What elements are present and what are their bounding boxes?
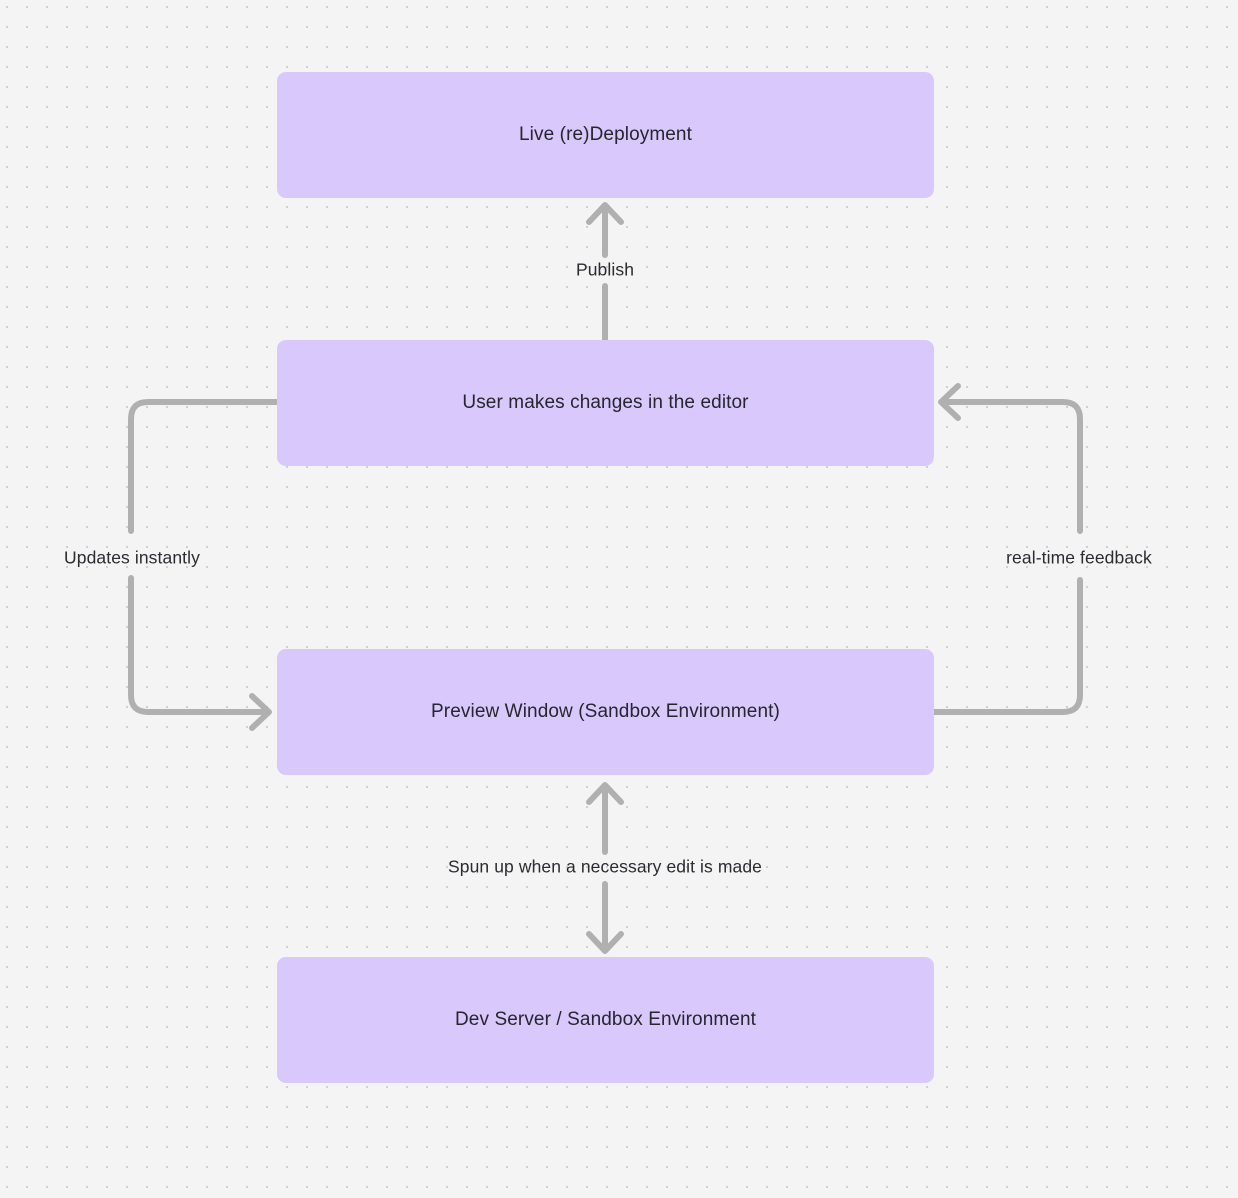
edge-label-spun-up: Spun up when a necessary edit is made xyxy=(447,856,763,877)
node-preview-window[interactable]: Preview Window (Sandbox Environment) xyxy=(277,649,934,775)
edge-label-updates-instantly: Updates instantly xyxy=(64,547,200,568)
node-live-redeployment[interactable]: Live (re)Deployment xyxy=(277,72,934,198)
edge-label-real-time-feedback: real-time feedback xyxy=(1006,547,1152,568)
node-label: Live (re)Deployment xyxy=(519,123,692,145)
node-dev-server[interactable]: Dev Server / Sandbox Environment xyxy=(277,957,934,1083)
node-label: Dev Server / Sandbox Environment xyxy=(454,1008,756,1030)
node-label: Preview Window (Sandbox Environment) xyxy=(431,700,780,722)
node-user-makes-changes[interactable]: User makes changes in the editor xyxy=(277,340,934,466)
node-label: User makes changes in the editor xyxy=(462,391,749,413)
edge-label-publish: Publish xyxy=(575,259,635,280)
